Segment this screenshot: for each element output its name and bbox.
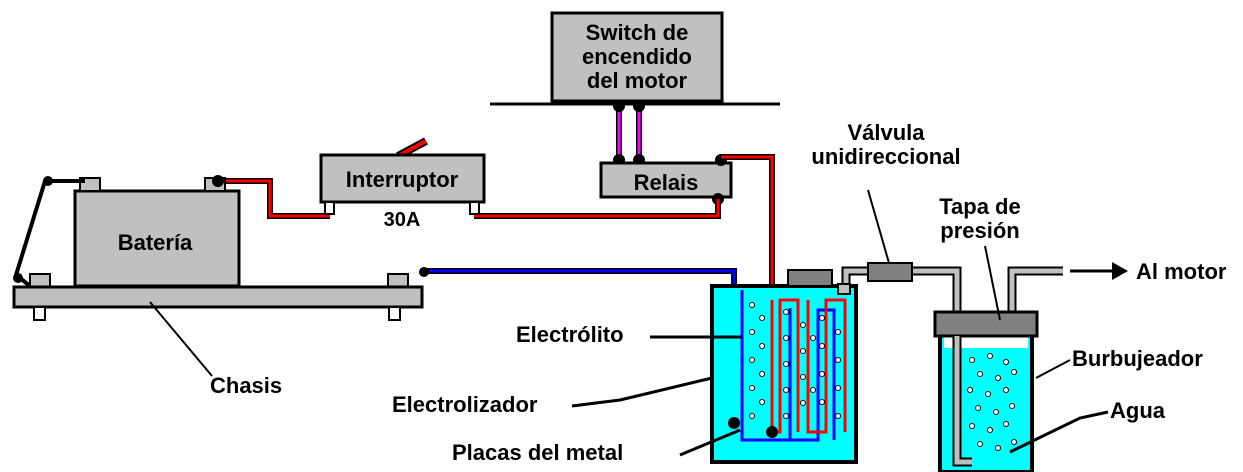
interrupter-label: Interruptor	[346, 167, 459, 192]
chassis: Chasis	[12, 273, 424, 398]
bubbler	[933, 310, 1039, 472]
control-wires	[613, 100, 645, 166]
battery-label: Batería	[118, 230, 193, 255]
bubbler-label: Burbujeador	[1072, 346, 1203, 371]
relay-label: Relais	[634, 170, 699, 195]
cap-label-line1: Tapa de	[939, 194, 1021, 219]
water-label: Agua	[1110, 398, 1166, 423]
to-motor-label: Al motor	[1136, 259, 1227, 284]
check-valve: Válvula unidireccional	[811, 120, 961, 282]
ignition-switch: Switch de encendido del motor	[550, 11, 724, 103]
battery: Batería	[13, 175, 241, 288]
switch-label-line1: Switch de	[586, 20, 689, 45]
valve-label-line1: Válvula	[847, 120, 925, 145]
switch-label-line2: encendido	[582, 44, 692, 69]
relay: Relais	[599, 154, 733, 205]
cap-label-line2: presión	[940, 218, 1019, 243]
electrolyzer-labels: Electrólito Electrolizador Placas del me…	[392, 322, 742, 465]
chassis-label: Chasis	[210, 373, 282, 398]
electrolyzer-label: Electrolizador	[392, 392, 538, 417]
bubbler-labels: Tapa de presión Burbujeador Agua	[939, 194, 1203, 454]
electrolyte-label: Electrólito	[516, 322, 624, 347]
switch-label-line3: del motor	[587, 68, 688, 93]
valve-label-line2: unidireccional	[811, 144, 960, 169]
arrow-to-motor: Al motor	[1070, 259, 1227, 284]
amperage-label: 30A	[384, 209, 421, 231]
circuit-breaker-switch: Interruptor 30A	[319, 137, 486, 231]
metal-plates-label: Placas del metal	[452, 440, 623, 465]
